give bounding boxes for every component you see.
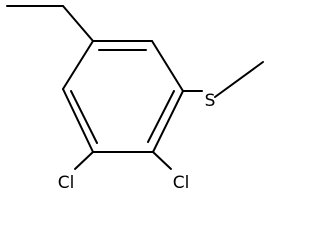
ring-bond-right-lower: [152, 90, 184, 153]
sulfur-methyl-bond: [214, 61, 264, 98]
sulfur-atom-label: S: [205, 91, 216, 111]
ring-bond-left: [62, 88, 94, 153]
ring-bond-right-upper: [151, 40, 184, 92]
chlorine-substituents: Cl Cl: [58, 151, 190, 193]
chlorine-left-atom-label: Cl: [58, 173, 75, 193]
ethyl-bond-ring: [62, 5, 94, 42]
ring-bond-top-left: [62, 40, 94, 90]
ring-double-bond-right: [147, 90, 175, 143]
methylthio-group: S: [182, 61, 264, 111]
chlorine-right-bond: [152, 151, 172, 170]
chlorine-left-bond: [74, 151, 94, 170]
chemical-structure: S Cl Cl: [6, 5, 264, 193]
chlorine-right-atom-label: Cl: [173, 173, 190, 193]
benzene-ring: [62, 40, 184, 153]
ethyl-group: [6, 5, 94, 42]
ring-double-bond-left: [70, 90, 98, 144]
